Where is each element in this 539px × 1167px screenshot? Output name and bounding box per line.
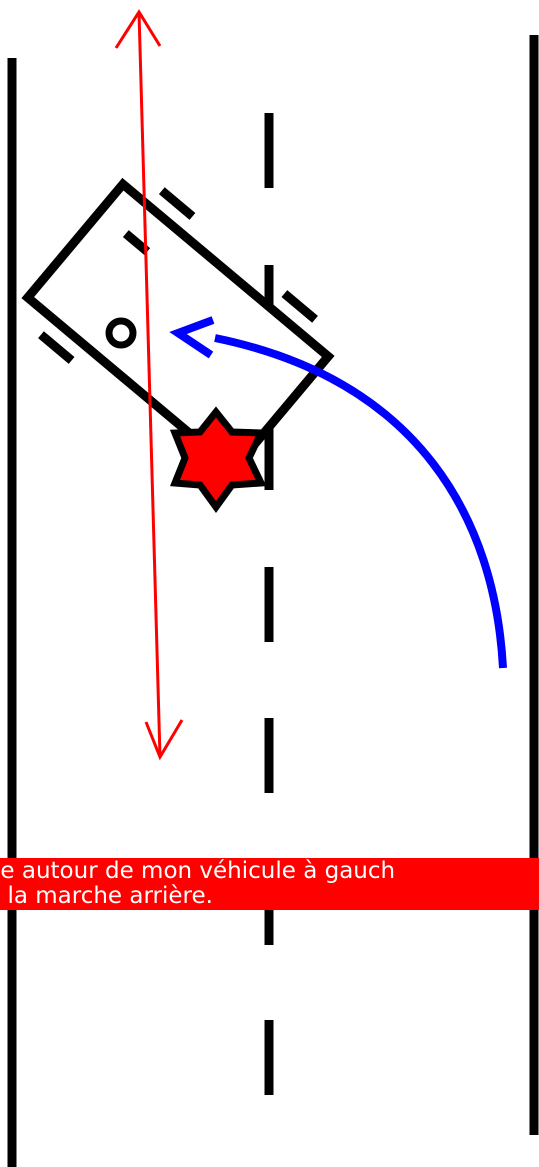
- reverse-arrow-arc: [214, 334, 507, 669]
- vehicle-wheel-rear-left: [281, 290, 318, 323]
- vehicle-body-outline: [21, 177, 335, 477]
- vehicle: [21, 177, 335, 477]
- reverse-arrow-head: [169, 316, 215, 359]
- vehicle-driver-seat-icon: [105, 317, 137, 349]
- caption-line-1: me autour de mon véhicule à gauch: [0, 858, 396, 884]
- caption-banner: me autour de mon véhicule à gauch e la m…: [0, 858, 539, 910]
- axis-arrow-head-bottom: [144, 719, 184, 761]
- caption-line-2: e la marche arrière.: [0, 883, 213, 909]
- vehicle-wheel-front-right: [38, 331, 75, 364]
- reverse-maneuver-arrow: [169, 316, 507, 669]
- axis-arrow-head-top: [114, 9, 162, 49]
- vehicle-wheel-front-left: [158, 187, 196, 220]
- impact-star-icon: [169, 406, 267, 513]
- axis-arrow: [114, 9, 184, 761]
- vehicle-driver-mark: [122, 230, 151, 256]
